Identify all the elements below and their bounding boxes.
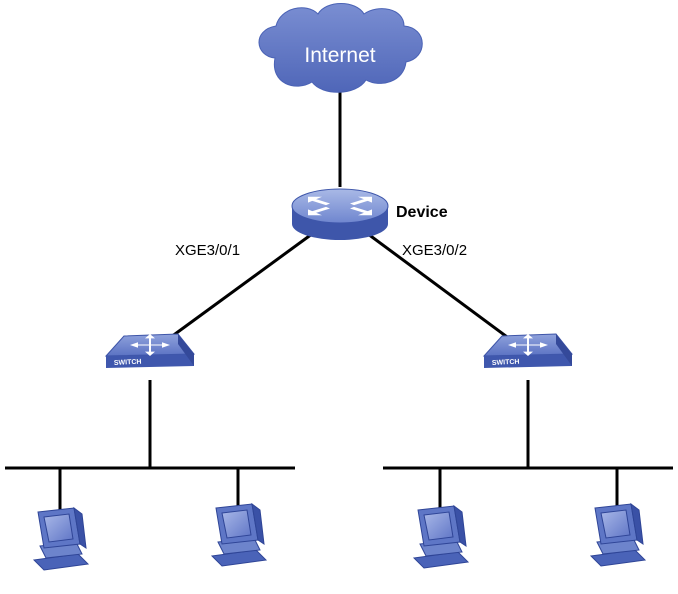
device-label: Device — [396, 204, 448, 221]
right-port-label: XGE3/0/2 — [402, 242, 467, 259]
link-device-left-switch — [159, 232, 313, 347]
router-icon — [291, 188, 389, 240]
left-port-label: XGE3/0/1 — [175, 242, 240, 259]
right-switch-text: SWITCH — [492, 359, 520, 367]
right-switch: SWITCH — [483, 333, 573, 369]
host-pc-2 — [211, 503, 267, 567]
links — [5, 92, 673, 510]
left-switch: SWITCH — [105, 333, 195, 369]
host-pc-1 — [33, 507, 89, 571]
cloud-icon — [258, 3, 423, 93]
left-switch-text: SWITCH — [114, 359, 142, 367]
computer-icon — [413, 505, 469, 569]
router-device: Device — [291, 188, 448, 240]
link-device-right-switch — [367, 232, 519, 347]
computer-icon — [590, 503, 646, 567]
host-pc-3 — [413, 505, 469, 569]
computer-icon — [33, 507, 89, 571]
cloud-label: Internet — [304, 44, 375, 67]
computer-icon — [211, 503, 267, 567]
host-pc-4 — [590, 503, 646, 567]
internet-cloud: Internet — [258, 3, 423, 93]
